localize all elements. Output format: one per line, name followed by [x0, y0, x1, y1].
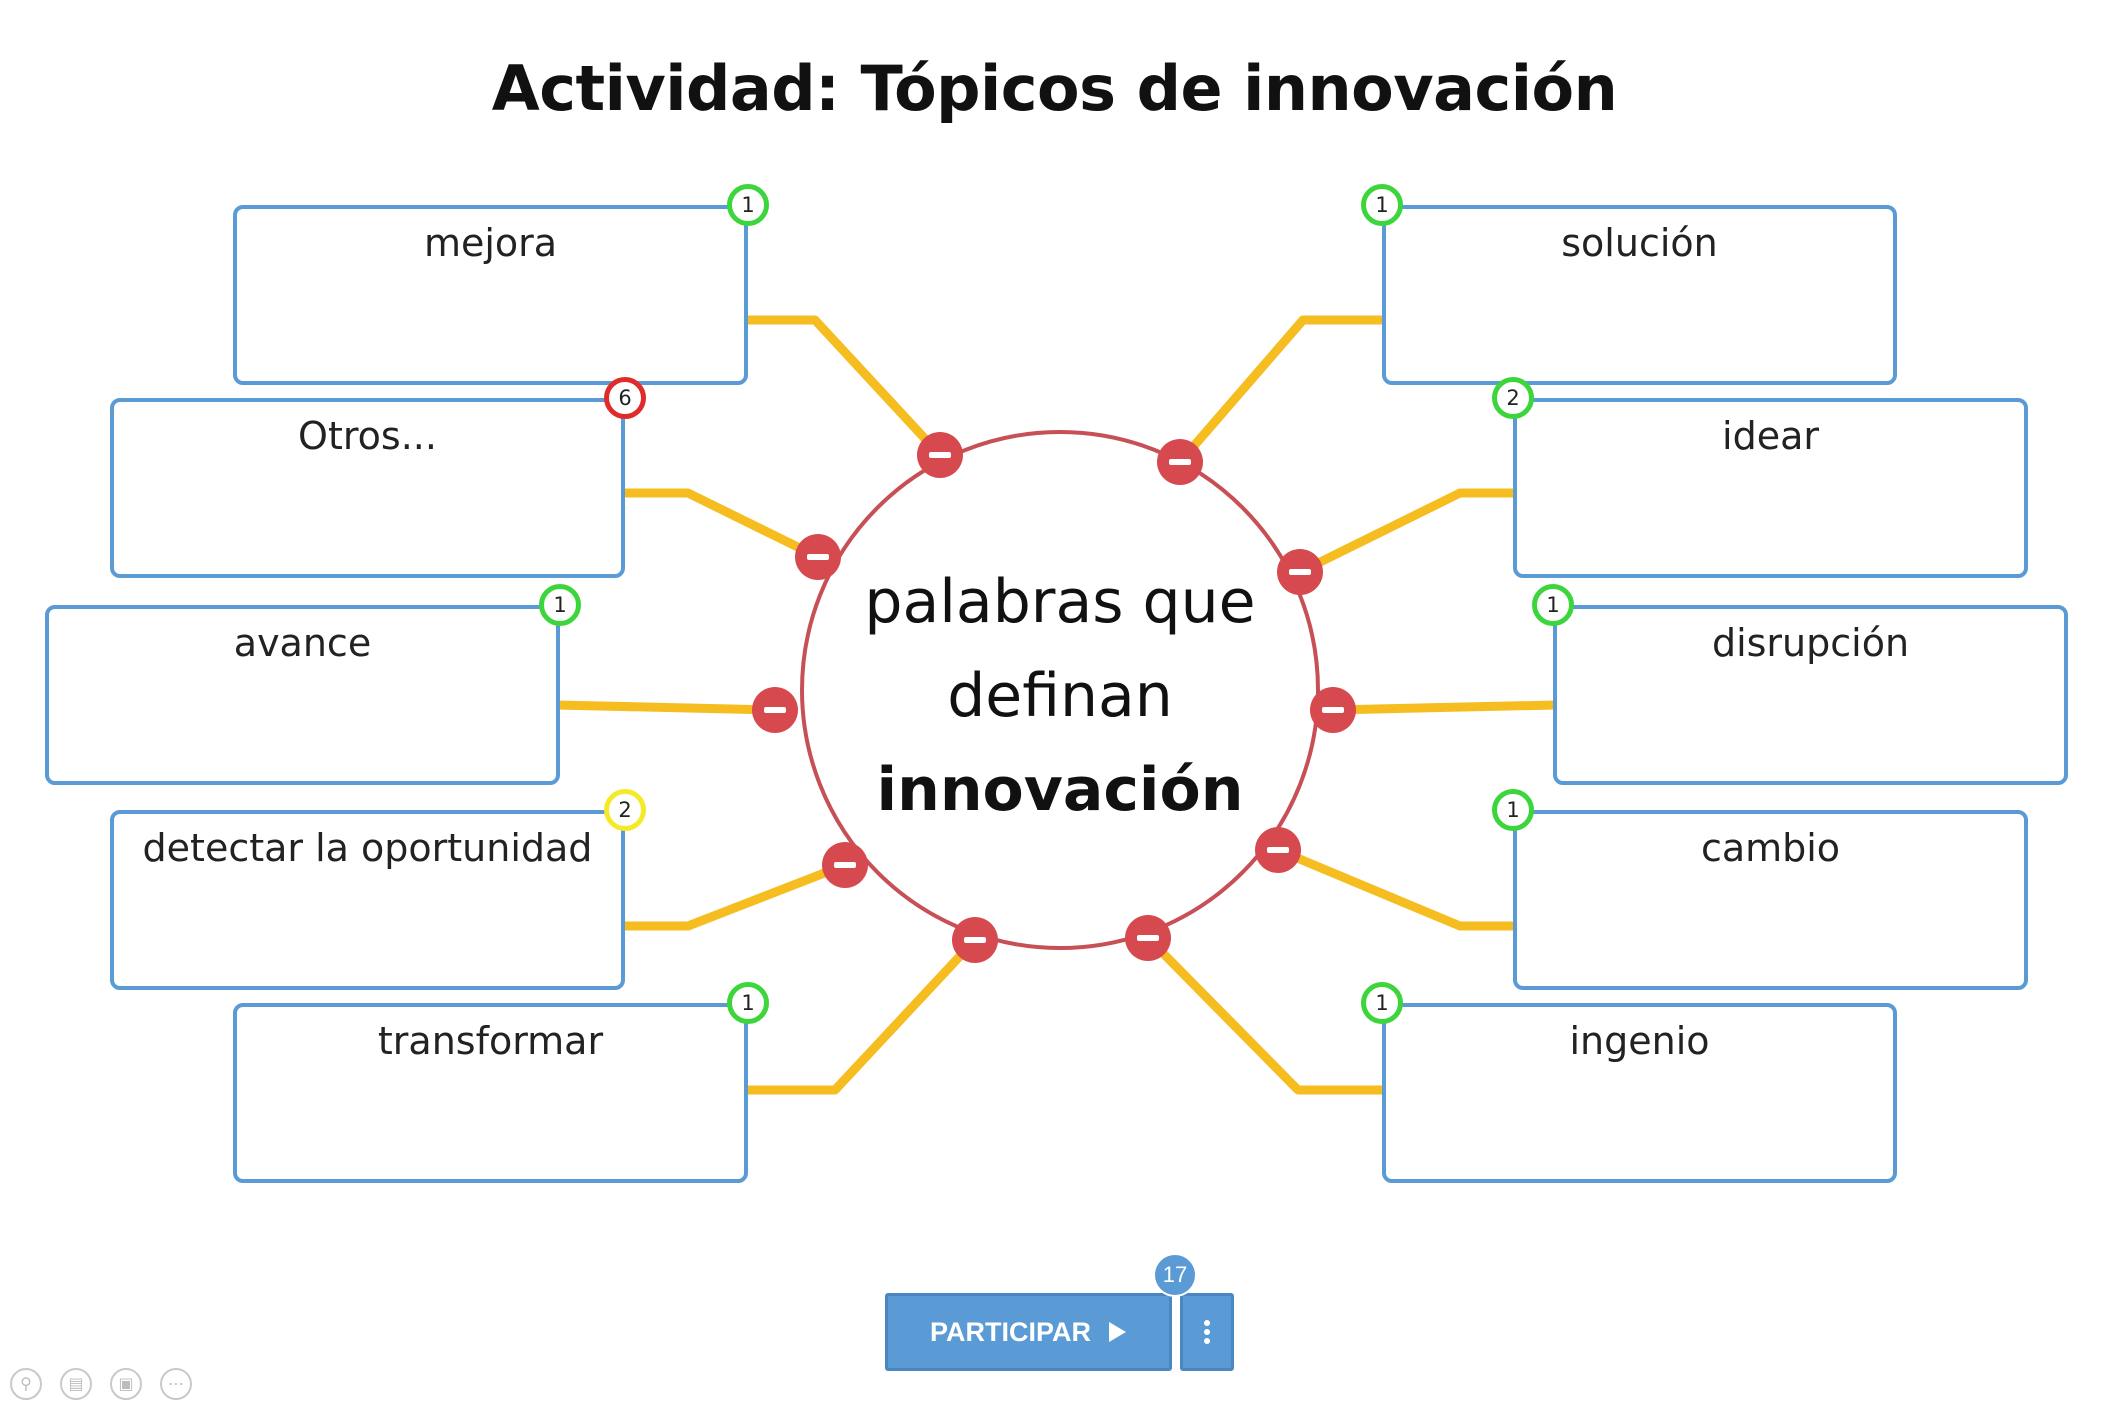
participate-label: PARTICIPAR: [930, 1316, 1091, 1347]
topic-count-badge: 6: [604, 377, 646, 419]
minus-sign: [964, 937, 986, 943]
topic-box[interactable]: Otros...: [110, 398, 625, 578]
topic-count-badge: 1: [1361, 184, 1403, 226]
topic-count-badge: 1: [1492, 789, 1534, 831]
connector-line: [1298, 488, 1515, 577]
topic-box[interactable]: ingenio: [1382, 1003, 1897, 1183]
topic-box[interactable]: transformar: [233, 1003, 748, 1183]
topic-box[interactable]: solución: [1382, 205, 1897, 385]
connector-line: [1276, 845, 1515, 931]
minus-sign: [1169, 459, 1191, 465]
topic-label: disrupción: [1711, 621, 1910, 665]
topic-label: cambio: [1700, 826, 1841, 870]
minus-sign: [807, 554, 829, 560]
minus-sign: [1267, 847, 1289, 853]
minus-sign: [1137, 935, 1159, 941]
topic-label: transformar: [377, 1019, 604, 1063]
minus-sign: [929, 452, 951, 458]
camera-off-icon[interactable]: ▣: [110, 1368, 142, 1400]
minus-sign: [834, 862, 856, 868]
topic-box[interactable]: disrupción: [1553, 605, 2068, 785]
remove-topic-button[interactable]: [917, 432, 963, 478]
connector-line: [748, 936, 979, 1095]
topic-box[interactable]: idear: [1513, 398, 2028, 578]
topic-label: detectar la oportunidad: [142, 826, 593, 870]
more-options-button[interactable]: [1180, 1293, 1234, 1371]
topic-label: mejora: [423, 221, 558, 265]
topic-count-badge: 1: [1532, 584, 1574, 626]
remove-topic-button[interactable]: [752, 687, 798, 733]
participant-count-badge: 17: [1153, 1253, 1197, 1297]
topic-label: solución: [1561, 221, 1718, 265]
center-prompt: palabras que definan innovación: [770, 555, 1350, 837]
topic-count-badge: 1: [727, 184, 769, 226]
participate-button[interactable]: PARTICIPAR: [885, 1293, 1172, 1371]
minus-sign: [1322, 707, 1344, 713]
connector-line: [1332, 700, 1556, 715]
connector-line: [625, 860, 847, 931]
remove-topic-button[interactable]: [1255, 827, 1301, 873]
topic-count-badge: 1: [727, 982, 769, 1024]
minus-sign: [764, 707, 786, 713]
center-prompt-line3: innovación: [876, 755, 1244, 825]
remove-topic-button[interactable]: [952, 917, 998, 963]
page-title: Actividad: Tópicos de innovación: [491, 52, 1618, 125]
remove-topic-button[interactable]: [795, 534, 841, 580]
remove-topic-button[interactable]: [822, 842, 868, 888]
connector-line: [748, 315, 944, 459]
connector-line: [1144, 934, 1385, 1095]
topic-box[interactable]: detectar la oportunidad: [110, 810, 625, 990]
remove-topic-button[interactable]: [1310, 687, 1356, 733]
remove-topic-button[interactable]: [1125, 915, 1171, 961]
topic-label: idear: [1722, 414, 1819, 458]
topic-label: ingenio: [1569, 1019, 1710, 1063]
topic-box[interactable]: avance: [45, 605, 560, 785]
topic-count-badge: 2: [604, 789, 646, 831]
remove-topic-button[interactable]: [1157, 439, 1203, 485]
connector-line: [625, 488, 820, 562]
topic-label: avance: [233, 621, 372, 665]
topic-box[interactable]: cambio: [1513, 810, 2028, 990]
topic-count-badge: 1: [1361, 982, 1403, 1024]
play-icon: [1109, 1322, 1126, 1342]
center-prompt-line2: definan: [947, 661, 1173, 731]
topic-label: Otros...: [298, 414, 437, 458]
more-options-icon[interactable]: ⋯: [160, 1368, 192, 1400]
topic-count-badge: 1: [539, 584, 581, 626]
connector-line: [1176, 315, 1385, 465]
connector-line: [556, 700, 776, 715]
topic-count-badge: 2: [1492, 377, 1534, 419]
remove-topic-button[interactable]: [1277, 549, 1323, 595]
minus-sign: [1289, 569, 1311, 575]
captions-icon[interactable]: ▤: [60, 1368, 92, 1400]
center-prompt-line1: palabras que: [864, 567, 1256, 637]
topic-box[interactable]: mejora: [233, 205, 748, 385]
zoom-icon[interactable]: ⚲: [10, 1368, 42, 1400]
center-circle: [800, 430, 1320, 950]
kebab-menu-icon: [1204, 1320, 1210, 1344]
